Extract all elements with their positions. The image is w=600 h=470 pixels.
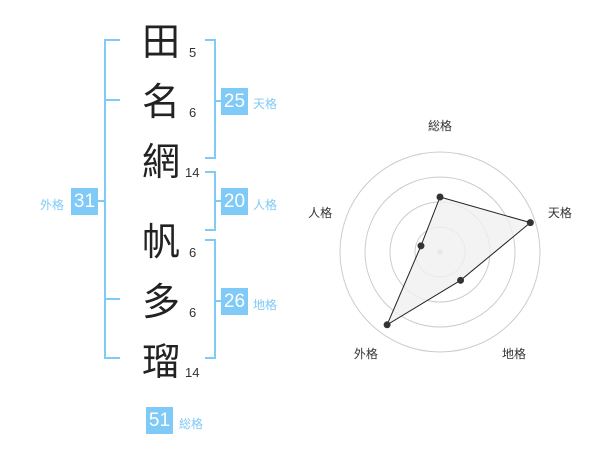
stroke-count-5: 6 <box>189 305 197 320</box>
name-char-2: 名 <box>142 80 181 124</box>
chikaku-score: 26 <box>221 288 248 315</box>
radar-axis-label-4: 外格 <box>354 346 378 361</box>
radar-point-1 <box>436 193 444 201</box>
radar-axis-label-3: 地格 <box>502 346 526 361</box>
stroke-count-6: 14 <box>185 365 200 380</box>
jinkaku-label: 人格 <box>253 198 278 212</box>
radar-ring-3 <box>364 176 516 328</box>
stroke-count-4: 6 <box>189 245 197 260</box>
radar-series-line <box>386 196 532 327</box>
jinkaku-bracket <box>205 171 216 231</box>
name-char-1: 田 <box>142 20 181 64</box>
soukaku-score: 51 <box>146 407 173 434</box>
chikaku-bracket <box>205 239 216 359</box>
name-char-3: 網 <box>142 140 181 184</box>
radar-axis-label-1: 総格 <box>428 118 452 133</box>
radar-ring-4 <box>339 151 541 353</box>
tenkaku-score: 25 <box>221 88 248 115</box>
gaikaku-label: 外格 <box>40 198 65 212</box>
gaikaku-score: 31 <box>71 188 98 215</box>
radar-point-4 <box>383 321 391 329</box>
name-char-6: 瑠 <box>142 340 181 384</box>
name-char-5: 多 <box>142 280 181 324</box>
stroke-count-2: 6 <box>189 105 197 120</box>
chikaku-label: 地格 <box>253 298 278 312</box>
gaikaku-bracket <box>104 39 120 359</box>
radar-axis-label-2: 天格 <box>548 205 572 220</box>
radar-point-5 <box>417 242 425 250</box>
radar-point-3 <box>457 276 465 284</box>
jinkaku-score: 20 <box>221 188 248 215</box>
stroke-count-1: 5 <box>189 45 197 60</box>
soukaku-label: 総格 <box>179 417 204 431</box>
radar-axis-label-5: 人格 <box>308 205 332 220</box>
radar-point-2 <box>526 219 534 227</box>
name-char-4: 帆 <box>142 220 181 264</box>
stroke-count-3: 14 <box>185 165 200 180</box>
tenkaku-label: 天格 <box>253 97 278 111</box>
tenkaku-bracket <box>205 39 216 159</box>
